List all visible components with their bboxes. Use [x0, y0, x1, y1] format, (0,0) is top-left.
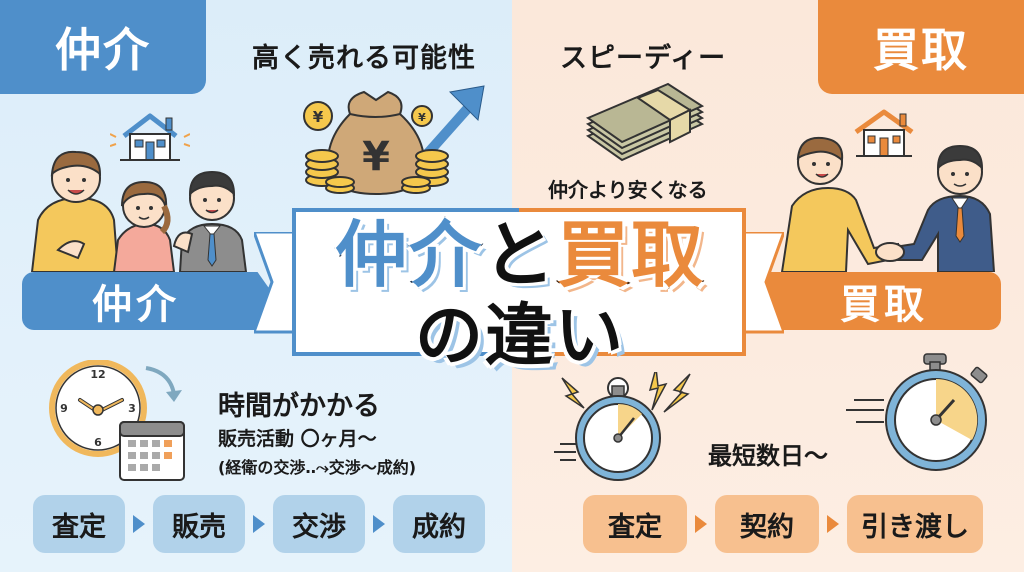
kaitori-corner-label: 買取 — [873, 23, 969, 77]
speed-text: 最短数日〜 — [708, 442, 828, 470]
house-icon — [110, 113, 190, 161]
kaitori-step-hikiwatashi: 引き渡し — [847, 495, 983, 553]
chukai-step-kosho: 交渉 — [273, 495, 365, 553]
family-and-agent-illustration — [30, 150, 248, 272]
time-headline: 時間がかかる — [218, 391, 380, 422]
title-line-1: 仲介と買取 — [300, 212, 740, 298]
kaitori-step-keiyaku: 契約 — [715, 495, 819, 553]
money-bag-illustration: ¥ ¥ ¥ — [303, 85, 485, 196]
kaitori-process-steps: 査定 契約 引き渡し — [583, 495, 983, 553]
svg-text:¥: ¥ — [362, 134, 390, 180]
title-line-2: の違い — [414, 297, 625, 376]
clock-calendar-illustration: 12 3 6 9 — [49, 360, 185, 481]
house-icon — [854, 109, 914, 157]
handshake-icon — [780, 136, 996, 272]
chukai-band-label: 仲介 — [92, 282, 180, 328]
svg-text:3: 3 — [128, 402, 136, 415]
family-icon — [30, 150, 176, 272]
time-note: (経衛の交渉‥⤳交渉〜成約) — [218, 458, 417, 477]
agent-icon — [172, 170, 248, 272]
svg-text:9: 9 — [60, 402, 68, 415]
chukai-process-steps: 査定 販売 交渉 成約 — [33, 495, 485, 553]
chukai-step-hanbai: 販売 — [153, 495, 245, 553]
chukai-corner-tag: 仲介 — [0, 0, 206, 94]
chukai-band: 仲介 — [22, 272, 278, 330]
kaitori-headline: スピーディー — [560, 43, 727, 74]
title-kaitori: 買取 — [556, 212, 706, 298]
kaitori-band: 買取 — [745, 272, 1001, 330]
chukai-step-seiyaku: 成約 — [393, 495, 485, 553]
chukai-corner-label: 仲介 — [55, 23, 151, 77]
chukai-step-satei: 査定 — [33, 495, 125, 553]
yen-coin-stack-icon: ¥ ¥ — [303, 101, 449, 194]
step-arrow-icon — [695, 515, 707, 533]
kaitori-corner-tag: 買取 — [818, 0, 1024, 94]
kaitori-step-satei: 査定 — [583, 495, 687, 553]
svg-text:¥: ¥ — [418, 111, 426, 124]
svg-text:6: 6 — [94, 436, 102, 449]
stopwatch-icon — [575, 377, 661, 481]
step-arrow-icon — [253, 515, 265, 533]
title-connector: と — [482, 213, 557, 297]
time-detail: 販売活動 〇ヶ月〜 — [218, 428, 377, 450]
step-arrow-icon — [827, 515, 839, 533]
cash-stack-icon — [585, 82, 704, 162]
kaitori-band-label: 買取 — [840, 282, 928, 328]
svg-text:¥: ¥ — [313, 108, 324, 126]
title-banner — [292, 208, 746, 356]
stopwatch-small-illustration — [554, 372, 691, 481]
stopwatch-icon — [885, 353, 988, 471]
title-chukai: 仲介 — [334, 212, 483, 298]
chukai-headline: 高く売れる可能性 — [252, 43, 476, 74]
lightning-icon — [561, 372, 691, 413]
calendar-icon — [119, 421, 185, 481]
step-arrow-icon — [133, 515, 145, 533]
svg-text:12: 12 — [90, 368, 105, 381]
money-bag-yen-icon: ¥ — [326, 90, 426, 196]
stopwatch-large-illustration — [846, 353, 988, 471]
cash-caption: 仲介より安くなる — [548, 178, 708, 202]
step-arrow-icon — [373, 515, 385, 533]
